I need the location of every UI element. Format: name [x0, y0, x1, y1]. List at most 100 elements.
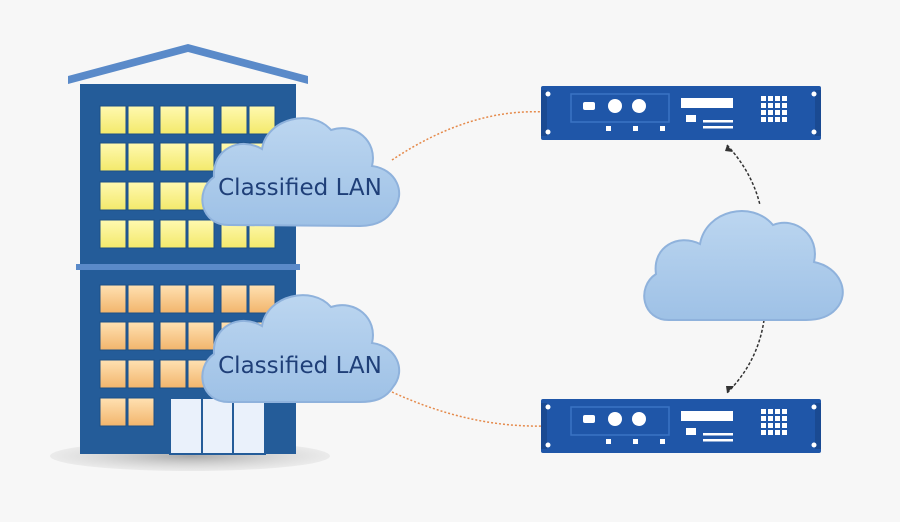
keypad-key-icon [768, 409, 773, 414]
port-icon [686, 115, 696, 122]
vent-line [703, 439, 733, 442]
lower-dark-link [726, 319, 765, 394]
upper-windows [99, 105, 276, 249]
knob-icon [608, 412, 622, 426]
building-window [127, 359, 155, 389]
lower-link-arrow [726, 386, 734, 393]
keypad-key-icon [775, 423, 780, 428]
encryptor-device-bottom [541, 399, 821, 453]
keypad-key-icon [761, 409, 766, 414]
keypad-key-icon [761, 117, 766, 122]
port-icon [686, 428, 696, 435]
mounting-screw [545, 91, 551, 97]
keypad-key-icon [782, 423, 787, 428]
upper-classified-cloud: Classified LAN [201, 117, 401, 228]
building-window [127, 105, 155, 135]
building-window [187, 321, 215, 351]
status-led-icon [606, 439, 611, 444]
mounting-screw [545, 442, 551, 448]
building-window [99, 105, 127, 135]
control-panel-outline [570, 93, 670, 123]
building-window [127, 219, 155, 249]
keypad-key-icon [775, 110, 780, 115]
building-roof [68, 44, 308, 84]
building-window [99, 181, 127, 211]
lower-cloud-label: Classified LAN [218, 353, 382, 379]
keypad-key-icon [782, 96, 787, 101]
vent-line [703, 126, 733, 129]
keypad-key-icon [775, 409, 780, 414]
status-led-icon [660, 126, 665, 131]
keypad-key-icon [782, 409, 787, 414]
status-led-icon [660, 439, 665, 444]
lower-orange-link [391, 391, 546, 427]
status-led-icon [633, 439, 638, 444]
upper-dark-link [726, 144, 761, 206]
device-rack-ear [815, 403, 821, 449]
building-window [99, 397, 127, 427]
keypad-key-icon [782, 117, 787, 122]
upper-link-arrow [725, 145, 733, 152]
device-rack-ear [541, 403, 547, 449]
keypad-key-icon [761, 103, 766, 108]
building-window [187, 142, 215, 172]
keypad-key-icon [768, 103, 773, 108]
building-window [187, 219, 215, 249]
mounting-screw [545, 129, 551, 135]
knob-icon [632, 99, 646, 113]
upper-orange-link [391, 110, 546, 161]
status-led-icon [606, 126, 611, 131]
mounting-screw [545, 404, 551, 410]
building-window [99, 359, 127, 389]
keypad-key-icon [775, 430, 780, 435]
building-window [127, 142, 155, 172]
lower-classified-cloud: Classified LAN [201, 294, 401, 404]
device-rack-ear [815, 90, 821, 136]
mounting-screw [811, 404, 817, 410]
building-window [220, 105, 248, 135]
mounting-screw [811, 442, 817, 448]
keypad-key-icon [768, 117, 773, 122]
vent-line [703, 433, 733, 436]
status-led-icon [633, 126, 638, 131]
building-window [127, 397, 155, 427]
control-panel-outline [570, 406, 670, 436]
keypad-key-icon [782, 430, 787, 435]
building-window [159, 284, 187, 314]
building-window [99, 321, 127, 351]
building-window [159, 219, 187, 249]
device-rack-ear [541, 90, 547, 136]
building-window [127, 284, 155, 314]
vent-line [703, 120, 733, 123]
mounting-screw [811, 129, 817, 135]
building-window [159, 142, 187, 172]
building-window [187, 105, 215, 135]
key-slot-icon [583, 102, 595, 110]
keypad-key-icon [761, 423, 766, 428]
building-entrance [169, 397, 266, 455]
keypad-key-icon [761, 416, 766, 421]
building-window [159, 105, 187, 135]
knob-icon [608, 99, 622, 113]
building-window [159, 359, 187, 389]
keypad-key-icon [768, 423, 773, 428]
building-window [220, 284, 248, 314]
keypad-key-icon [761, 110, 766, 115]
key-slot-icon [583, 415, 595, 423]
building-window [99, 142, 127, 172]
keypad-key-icon [768, 416, 773, 421]
building-window [127, 181, 155, 211]
wan-cloud [643, 210, 844, 322]
keypad-key-icon [775, 103, 780, 108]
keypad-key-icon [768, 430, 773, 435]
keypad-key-icon [782, 103, 787, 108]
keypad-key-icon [775, 117, 780, 122]
mounting-screw [811, 91, 817, 97]
encryptor-device-top [541, 86, 821, 140]
keypad-key-icon [782, 416, 787, 421]
building-window [248, 105, 276, 135]
display-screen [681, 98, 733, 108]
display-screen [681, 411, 733, 421]
